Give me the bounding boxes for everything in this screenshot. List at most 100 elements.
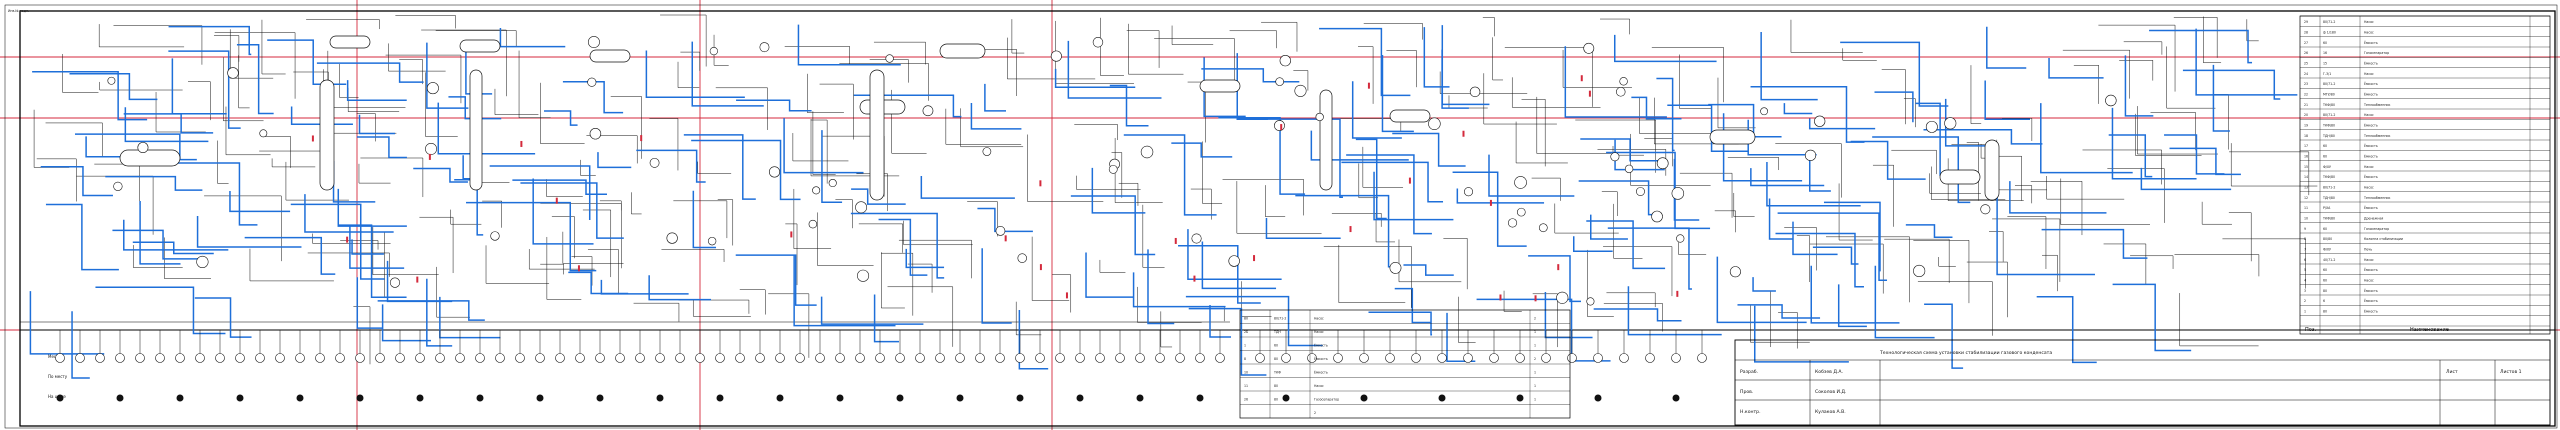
pipe-line <box>1600 18 1630 35</box>
process-line <box>1944 98 1995 147</box>
spec-cell: 2 <box>2304 299 2306 303</box>
spec-cell: ТКФ/80 <box>2322 217 2335 221</box>
process-line <box>520 182 624 239</box>
pipe-line <box>436 266 471 318</box>
pipe-line <box>1503 290 1522 312</box>
pipe-line <box>587 249 619 295</box>
pipe-line <box>1603 246 1673 297</box>
instrument-bubble <box>235 353 245 363</box>
process-line <box>648 275 712 301</box>
pipe-line <box>1630 133 1711 186</box>
pipe-line <box>356 113 376 142</box>
process-line <box>1631 96 1682 120</box>
pump-symbol <box>709 47 718 56</box>
pump-symbol <box>1108 164 1118 174</box>
spec-cell: 27 <box>2304 41 2308 45</box>
pipe-line <box>271 158 316 168</box>
spec-cell: 20 <box>2304 113 2308 117</box>
spec-cell: 80/71-2 <box>2323 186 2335 190</box>
pipe-line <box>2103 243 2147 285</box>
instrument-bubble <box>1035 353 1045 363</box>
process-line <box>316 62 424 83</box>
pump-symbol <box>649 157 660 168</box>
pipe-line <box>881 252 905 309</box>
panel-instrument <box>1282 394 1290 402</box>
title-block: Технологическая схема установки стабилиз… <box>1734 339 2551 426</box>
instrument-bubble <box>1095 353 1105 363</box>
process-line <box>139 200 181 265</box>
pipe-line <box>631 192 642 215</box>
pipe-line <box>1261 21 1298 52</box>
pump-symbol <box>1017 253 1027 263</box>
pipe-line <box>306 19 380 30</box>
pipe-line <box>810 119 828 184</box>
pipe-line <box>1753 290 1771 348</box>
pipe-line <box>1606 292 1656 308</box>
spec-header-pos: Поз. <box>2305 327 2316 333</box>
pipe-line <box>2174 254 2260 277</box>
process-line <box>793 254 896 327</box>
instrument-bubble <box>295 353 305 363</box>
notes-cell: 2 <box>1534 316 1536 320</box>
spec-cell: 80/71-2 <box>2323 82 2335 86</box>
pipe-line <box>649 118 679 171</box>
pipe-line <box>2203 16 2222 64</box>
pipe-line <box>2166 46 2216 109</box>
pipe-line <box>262 136 291 168</box>
spec-cell: Г-3/1 <box>2323 72 2331 76</box>
pipe-line <box>1358 46 1374 104</box>
pipe-line <box>1236 181 1322 234</box>
notes-cell: Ёмкость <box>1314 356 1328 361</box>
pipe-line <box>1838 183 1873 241</box>
process-line <box>1091 167 1146 214</box>
pipe-line <box>1386 50 1417 88</box>
pipe-line <box>1504 47 1593 107</box>
process-line <box>2040 103 2133 174</box>
valve-marker <box>1557 264 1560 271</box>
pipe-line <box>1651 47 1724 103</box>
pipe-line <box>546 236 582 300</box>
pipe-line <box>1126 30 1160 68</box>
process-line <box>1209 305 1232 338</box>
pipe-line <box>155 92 206 133</box>
pump-symbol <box>857 269 870 282</box>
spec-cell: 21 <box>2304 103 2308 107</box>
notes-cell: ТКФ <box>1273 370 1281 374</box>
process-line <box>1394 287 1432 324</box>
spec-cell: Ёмкость <box>2364 288 2378 293</box>
pipe-line <box>1603 303 1663 332</box>
spec-cell: Ёмкость <box>2364 309 2378 314</box>
notes-cell: ТДН <box>1273 330 1281 334</box>
pipe-line <box>887 286 954 347</box>
pipe-line <box>903 220 973 246</box>
spec-cell: 18 <box>2304 134 2308 138</box>
pump-symbol <box>828 178 837 188</box>
spec-cell: ф 1/180 <box>2323 31 2336 35</box>
instrument-bubble <box>115 353 125 363</box>
process-line <box>562 80 624 114</box>
pipe-line <box>1554 203 1619 234</box>
instrument-bubble <box>875 353 885 363</box>
pump-symbol <box>1729 266 1741 278</box>
pump-symbol <box>982 147 992 156</box>
pump-symbol <box>1619 77 1628 86</box>
pipe-line <box>1007 37 1096 80</box>
instrument-bubble <box>575 353 585 363</box>
process-line <box>1203 57 1246 118</box>
pipe-line <box>1100 17 1124 76</box>
spec-cell: 23 <box>2304 82 2308 86</box>
spec-cell: 13 <box>2304 186 2308 190</box>
notes-cell: 10 <box>1244 370 1248 374</box>
pipe-line <box>1458 296 1476 343</box>
pipe-line <box>1492 37 1504 81</box>
valve-marker <box>311 135 314 142</box>
process-line <box>905 248 945 269</box>
process-line <box>45 203 119 271</box>
vessel <box>1199 79 1241 93</box>
pump-symbol <box>1516 207 1526 217</box>
notes-cell: 80 <box>1274 384 1278 388</box>
pipe-line <box>1160 311 1173 348</box>
notes-cell: 1 <box>1534 343 1536 347</box>
notes-cell: 1 <box>1534 397 1536 401</box>
pipe-line <box>1601 191 1618 217</box>
